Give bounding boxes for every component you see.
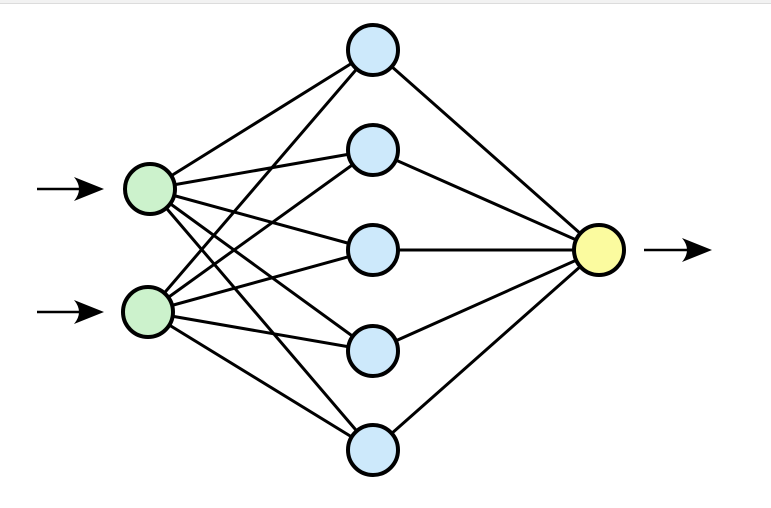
hidden-node-4 [346,324,400,378]
input-arrow-1-head [74,177,104,201]
input-arrow-1 [37,177,104,201]
hidden-node-2 [346,123,400,177]
edge-input-1-hidden-4 [149,187,374,353]
output-arrow [644,238,712,262]
output-arrow-head [682,238,712,262]
hidden-node-1 [346,23,400,77]
edge-input-1-hidden-3 [149,187,374,252]
output-node-1 [572,223,626,277]
edge-input-2-hidden-5 [147,310,374,452]
input-node-1 [123,162,177,216]
input-arrow-2 [37,300,104,324]
edge-hidden-5-output-1 [372,248,600,452]
edge-input-1-hidden-5 [148,188,375,451]
edge-input-2-hidden-3 [147,248,374,314]
edge-input-2-hidden-2 [147,148,374,314]
hidden-node-5 [346,423,400,477]
edge-input-1-hidden-2 [149,148,374,191]
input-arrow-2-head [74,300,104,324]
edge-hidden-4-output-1 [372,248,600,353]
edge-input-1-hidden-1 [149,48,374,191]
edge-hidden-1-output-1 [372,48,600,252]
input-node-2 [121,285,175,339]
window-top-edge [0,0,771,4]
edge-hidden-2-output-1 [372,148,600,252]
edge-input-2-hidden-1 [146,49,375,313]
hidden-node-3 [346,223,400,277]
edge-input-2-hidden-4 [147,310,374,353]
